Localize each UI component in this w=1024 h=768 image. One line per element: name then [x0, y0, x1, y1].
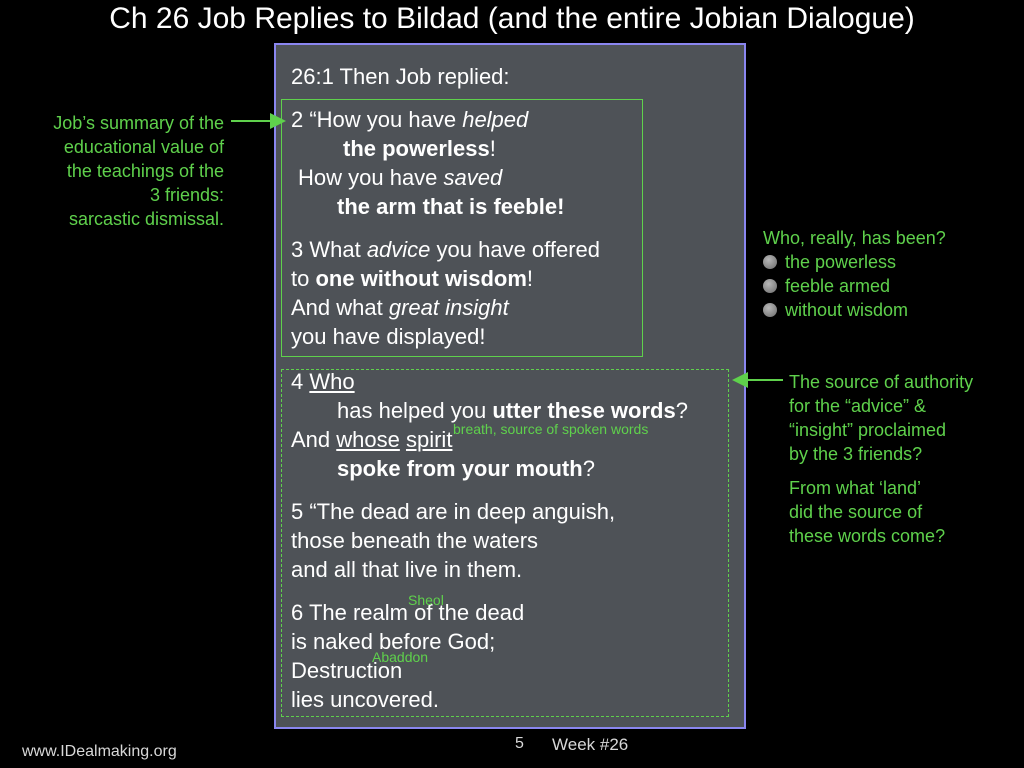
verse-line: the arm that is feeble! — [337, 194, 565, 219]
summary-highlight-box — [281, 99, 643, 357]
verse-intro: 26:1 Then Job replied: — [291, 64, 510, 89]
verse-line: And what great insight — [291, 295, 509, 320]
week-label: Week #26 — [552, 735, 629, 754]
list-item: the powerless — [763, 250, 946, 274]
list-item: without wisdom — [763, 298, 946, 322]
land-side-note: From what ‘land’ did the source of these… — [789, 478, 946, 546]
verse-line: the powerless! — [343, 136, 496, 161]
bullet-icon — [763, 255, 777, 269]
verse-line: you have displayed! — [291, 324, 486, 349]
verse-line: is naked before God; — [291, 629, 496, 654]
authority-highlight-box — [281, 369, 729, 717]
bullet-icon — [763, 279, 777, 293]
verse-line: those beneath the waters — [291, 528, 539, 553]
verse-line: 6 The realm of the dead — [291, 600, 525, 625]
verse-line: 2 “How you have helped — [291, 107, 529, 132]
breath-annotation: breath, source of spoken words — [453, 421, 649, 437]
website-footer: www.IDealmaking.org — [22, 743, 177, 760]
verse-line: And whose spirit — [291, 427, 453, 452]
verse-line: and all that live in them. — [291, 557, 523, 582]
verse-line: to one without wisdom! — [291, 266, 534, 291]
bullet-icon — [763, 303, 777, 317]
scripture-panel — [274, 43, 746, 729]
verse-line: 4 Who — [291, 369, 355, 394]
abaddon-annotation: Abaddon — [372, 649, 429, 665]
verses-2-3: 2 “How you have helped the powerless! Ho… — [291, 105, 600, 351]
left-side-note: Job’s summary of the educational value o… — [53, 113, 224, 229]
verse-line: Destruction — [291, 658, 403, 683]
source-side-note: The source of authority for the “advice”… — [789, 372, 974, 464]
sheol-annotation: Sheol — [408, 592, 444, 608]
verse-line: lies uncovered. — [291, 687, 439, 712]
page-number: 5 — [515, 735, 524, 752]
verse-line: 5 “The dead are in deep anguish, — [291, 499, 616, 524]
verse-line: spoke from your mouth? — [337, 456, 595, 481]
list-item: feeble armed — [763, 274, 946, 298]
verses-4-6: 4 Who has helped you utter these words? … — [291, 367, 688, 714]
verse-line: How you have saved — [298, 165, 503, 190]
slide-title: Ch 26 Job Replies to Bildad (and the ent… — [109, 2, 915, 35]
verse-line: 3 What advice you have offered — [291, 237, 601, 262]
who-list-heading: Who, really, has been? — [763, 228, 946, 248]
verse-line: has helped you utter these words? — [337, 398, 688, 423]
who-list: Who, really, has been? the powerless fee… — [763, 226, 946, 322]
